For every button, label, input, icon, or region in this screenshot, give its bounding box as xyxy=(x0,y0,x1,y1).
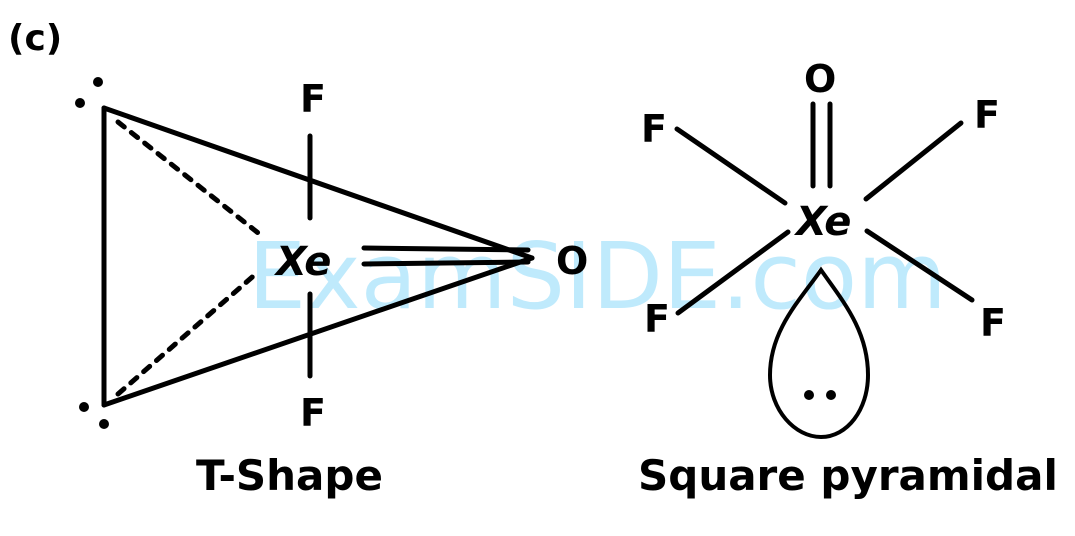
atom-f-upper-left: F xyxy=(641,107,667,151)
triangle-edge-bottom xyxy=(101,255,535,408)
atom-f-bottom: F xyxy=(300,391,326,435)
atom-f-lower-left: F xyxy=(644,297,670,341)
lone-pair-dot xyxy=(93,77,103,87)
atom-f-lower-right: F xyxy=(980,301,1006,345)
atom-f-top: F xyxy=(300,77,326,121)
lone-pair-dot xyxy=(804,390,814,400)
atom-o-top: O xyxy=(804,57,836,101)
part-label: (c) xyxy=(8,18,62,59)
lone-pair-lobe-icon xyxy=(767,266,871,440)
xe-f-bond-upper-left xyxy=(674,126,788,206)
shape-label-t-shape: T-Shape xyxy=(196,451,383,500)
xe-o-double-bond-2 xyxy=(361,259,531,267)
square-pyramidal-structure: O Xe F F F F Square pyramidal xyxy=(638,57,1058,500)
atom-xe-right: Xe xyxy=(793,199,851,245)
lone-pair-dot xyxy=(99,419,109,429)
atom-f-upper-right: F xyxy=(974,93,1000,137)
lone-pair-dot xyxy=(826,390,836,400)
watermark: ExamSIDE.com xyxy=(248,223,947,330)
lone-pair-bond-upper xyxy=(115,119,265,239)
lone-pair-dot xyxy=(75,98,85,108)
lone-pair-bond-lower xyxy=(115,269,261,397)
xe-f-bond-lower-right xyxy=(864,228,975,303)
xe-f-bond-upper-right xyxy=(863,120,964,202)
xe-o-double-bond-1 xyxy=(361,245,531,253)
triangle-edge-top xyxy=(101,105,535,261)
atom-o-right: O xyxy=(556,239,588,283)
shape-label-square-pyramidal: Square pyramidal xyxy=(638,451,1058,500)
lone-pair-dot xyxy=(79,402,89,412)
atom-xe-left: Xe xyxy=(273,239,331,285)
xe-f-bond-lower-left xyxy=(675,229,791,316)
t-shape-structure: F F Xe O T-Shape xyxy=(75,77,588,500)
